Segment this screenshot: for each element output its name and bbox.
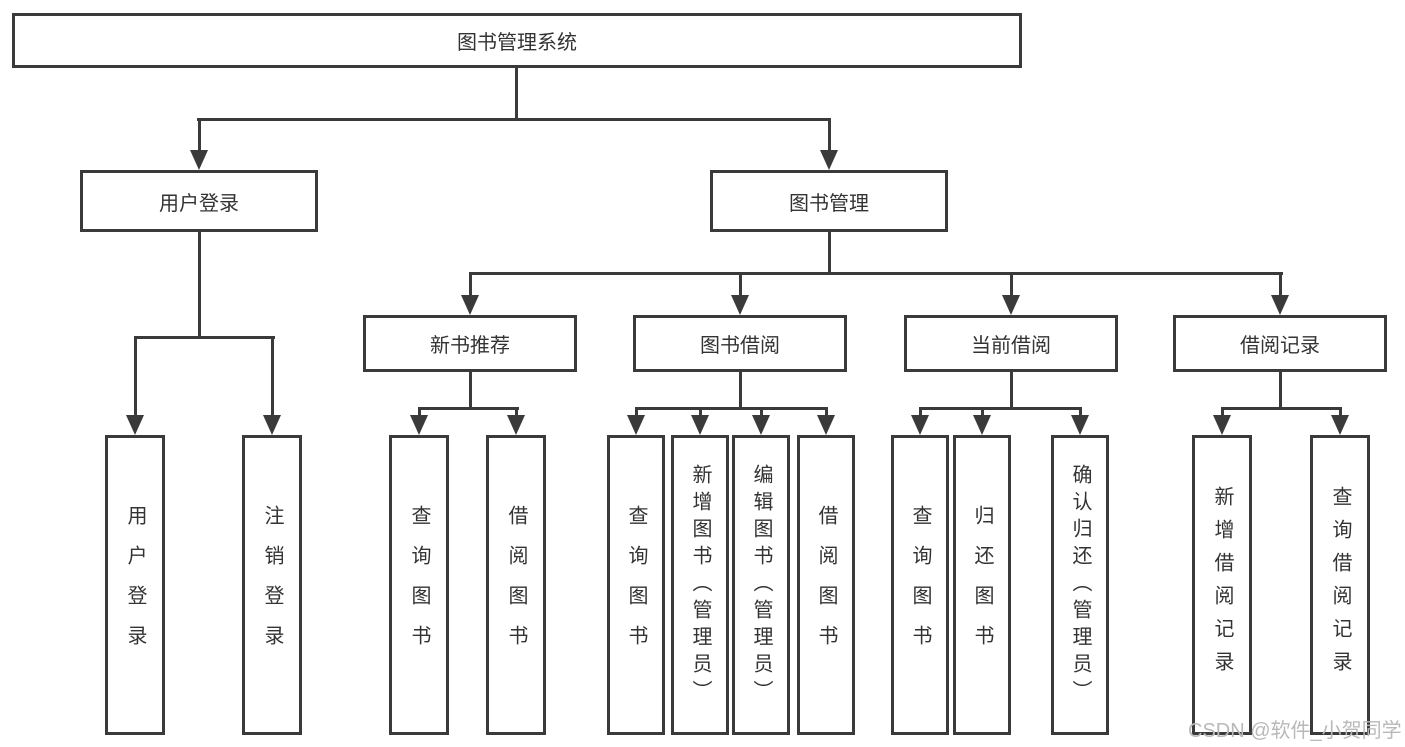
connector-line xyxy=(760,407,763,419)
leaf-current-query-books-label: 查询图书 xyxy=(909,505,931,665)
connector-line xyxy=(418,407,519,410)
leaf-confirm-return-admin-label: 确认归还（管理员） xyxy=(1069,463,1091,707)
connector-line xyxy=(825,407,828,419)
leaf-edit-books-admin: 编辑图书（管理员） xyxy=(732,435,790,735)
leaf-add-books-admin: 新增图书（管理员） xyxy=(671,435,729,735)
leaf-query-borrow-record: 查询借阅记录 xyxy=(1310,435,1370,735)
arrow-down-icon xyxy=(263,415,281,435)
leaf-edit-books-admin-label: 编辑图书（管理员） xyxy=(750,463,772,707)
arrow-down-icon xyxy=(190,150,208,170)
node-borrow-records-label: 借阅记录 xyxy=(1240,335,1320,357)
leaf-logout-label: 注销登录 xyxy=(261,505,283,665)
leaf-recommend-borrow-books-label: 借阅图书 xyxy=(505,505,527,665)
node-book-management: 图书管理 xyxy=(710,170,948,232)
connector-line xyxy=(1010,272,1013,297)
arrow-down-icon xyxy=(820,150,838,170)
node-new-book-recommend-label: 新书推荐 xyxy=(430,335,510,357)
connector-line xyxy=(828,232,831,274)
leaf-return-books: 归还图书 xyxy=(953,435,1011,735)
node-book-management-label: 图书管理 xyxy=(789,192,869,215)
leaf-borrow-query-books-label: 查询图书 xyxy=(625,505,647,665)
connector-line xyxy=(1010,372,1013,409)
leaf-borrow-books: 借阅图书 xyxy=(797,435,855,735)
connector-line xyxy=(699,407,702,419)
arrow-down-icon xyxy=(461,295,479,315)
node-user-login: 用户登录 xyxy=(80,170,318,232)
connector-line xyxy=(134,336,275,339)
leaf-user-login-label: 用户登录 xyxy=(124,505,146,665)
arrow-down-icon xyxy=(627,415,645,435)
connector-line xyxy=(635,407,827,410)
node-current-borrow-label: 当前借阅 xyxy=(971,335,1051,357)
connector-line xyxy=(515,407,518,419)
node-current-borrow: 当前借阅 xyxy=(904,315,1118,372)
connector-line xyxy=(198,118,201,154)
csdn-watermark: CSDN @软件_小贺同学 xyxy=(1188,720,1402,742)
connector-line xyxy=(469,272,1283,275)
arrow-down-icon xyxy=(1213,415,1231,435)
leaf-user-login: 用户登录 xyxy=(105,435,165,735)
connector-line xyxy=(469,372,472,409)
node-book-borrow: 图书借阅 xyxy=(633,315,847,372)
arrow-down-icon xyxy=(126,415,144,435)
leaf-recommend-query-books: 查询图书 xyxy=(389,435,449,735)
node-root-label: 图书管理系统 xyxy=(457,32,577,54)
connector-line xyxy=(828,118,831,154)
arrow-down-icon xyxy=(911,415,929,435)
connector-line xyxy=(134,336,137,416)
arrow-down-icon xyxy=(731,295,749,315)
node-user-login-label: 用户登录 xyxy=(159,192,239,215)
connector-line xyxy=(1279,372,1282,409)
connector-line xyxy=(981,407,984,419)
leaf-add-borrow-record: 新增借阅记录 xyxy=(1192,435,1252,735)
connector-line xyxy=(271,336,274,416)
arrow-down-icon xyxy=(1071,415,1089,435)
arrow-down-icon xyxy=(1271,295,1289,315)
arrow-down-icon xyxy=(973,415,991,435)
connector-line xyxy=(418,407,421,419)
connector-line xyxy=(469,272,472,297)
arrow-down-icon xyxy=(1331,415,1349,435)
leaf-add-borrow-record-label: 新增借阅记录 xyxy=(1211,486,1233,684)
leaf-borrow-query-books: 查询图书 xyxy=(607,435,665,735)
connector-line xyxy=(515,66,518,118)
leaf-recommend-borrow-books: 借阅图书 xyxy=(486,435,546,735)
arrow-down-icon xyxy=(817,415,835,435)
node-new-book-recommend: 新书推荐 xyxy=(363,315,577,372)
leaf-current-query-books: 查询图书 xyxy=(891,435,949,735)
arrow-down-icon xyxy=(507,415,525,435)
node-borrow-records: 借阅记录 xyxy=(1173,315,1387,372)
connector-line xyxy=(919,407,1081,410)
connector-line xyxy=(739,272,742,297)
arrow-down-icon xyxy=(691,415,709,435)
arrow-down-icon xyxy=(1002,295,1020,315)
leaf-borrow-books-label: 借阅图书 xyxy=(815,505,837,665)
connector-line xyxy=(1221,407,1341,410)
connector-line xyxy=(1339,407,1342,419)
connector-line xyxy=(198,232,201,338)
connector-line xyxy=(1221,407,1224,419)
leaf-confirm-return-admin: 确认归还（管理员） xyxy=(1051,435,1109,735)
node-root: 图书管理系统 xyxy=(12,13,1022,68)
node-book-borrow-label: 图书借阅 xyxy=(700,335,780,357)
leaf-query-borrow-record-label: 查询借阅记录 xyxy=(1329,486,1351,684)
arrow-down-icon xyxy=(752,415,770,435)
connector-line xyxy=(197,118,831,121)
connector-line xyxy=(1079,407,1082,419)
connector-line xyxy=(635,407,638,419)
arrow-down-icon xyxy=(410,415,428,435)
leaf-recommend-query-books-label: 查询图书 xyxy=(408,505,430,665)
leaf-logout: 注销登录 xyxy=(242,435,302,735)
connector-line xyxy=(1279,272,1282,297)
leaf-add-books-admin-label: 新增图书（管理员） xyxy=(689,463,711,707)
connector-line xyxy=(919,407,922,419)
leaf-return-books-label: 归还图书 xyxy=(971,505,993,665)
connector-line xyxy=(739,372,742,409)
